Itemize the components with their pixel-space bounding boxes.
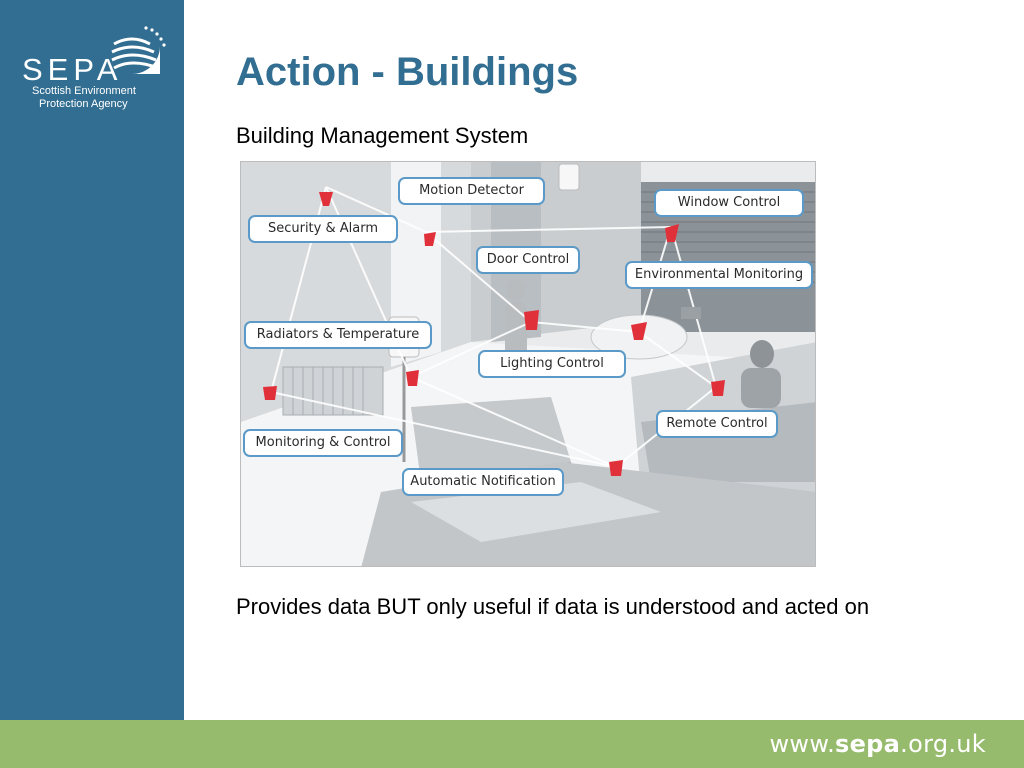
sidebar: SEPA Scottish Environment Protection Age… [0, 0, 184, 720]
callout-automatic-notification: Automatic Notification [402, 468, 564, 496]
sensor-door-icon [524, 310, 539, 330]
sensor-monitor-icon [263, 386, 277, 400]
callout-motion-detector: Motion Detector [398, 177, 545, 205]
callout-remote-control: Remote Control [656, 410, 778, 438]
building-management-diagram: Motion Detector Window Control Security … [240, 161, 816, 567]
callout-remote-control-label: Remote Control [666, 416, 768, 431]
callout-radiators-temperature: Radiators & Temperature [244, 321, 432, 349]
logo-subtitle-line1: Scottish Environment [32, 85, 136, 97]
logo-subtitle: Scottish Environment Protection Agency [22, 85, 172, 111]
slide-subtitle: Building Management System [236, 123, 529, 148]
sensor-window-icon [665, 224, 679, 242]
callout-environmental-monitoring-label: Environmental Monitoring [634, 267, 804, 282]
footer-url-brand: sepa [835, 730, 901, 758]
slide-caption: Provides data BUT only useful if data is… [236, 594, 870, 619]
callout-security-alarm-label: Security & Alarm [267, 221, 379, 236]
sensor-motion-icon [424, 232, 436, 246]
callout-environmental-monitoring: Environmental Monitoring [625, 261, 813, 289]
sensor-remote-icon [711, 380, 725, 396]
callout-door-control-label: Door Control [486, 252, 570, 267]
footer-website-link[interactable]: www.sepa.org.uk [770, 730, 987, 758]
sensor-light-icon [631, 322, 647, 340]
logo-waves-icon [111, 26, 166, 74]
footer-url-prefix: www. [769, 730, 836, 758]
callout-monitoring-control: Monitoring & Control [243, 429, 403, 457]
footer-url-suffix: .org.uk [900, 730, 986, 758]
footer-bar [0, 720, 1024, 768]
callout-window-control-label: Window Control [677, 195, 781, 210]
sepa-logo: SEPA Scottish Environment Protection Age… [22, 22, 172, 117]
callout-monitoring-control-label: Monitoring & Control [255, 435, 391, 450]
sensor-security-icon [319, 192, 333, 206]
callout-lighting-control: Lighting Control [478, 350, 626, 378]
logo-wordmark: SEPA [22, 52, 123, 87]
sensor-notify-icon [609, 460, 623, 476]
callout-radiators-temperature-label: Radiators & Temperature [256, 327, 420, 342]
slide-title: Action - Buildings [236, 50, 579, 94]
callout-motion-detector-label: Motion Detector [419, 183, 524, 198]
callout-security-alarm: Security & Alarm [248, 215, 398, 243]
callout-lighting-control-label: Lighting Control [500, 356, 604, 371]
callout-automatic-notification-label: Automatic Notification [410, 474, 556, 489]
callout-window-control: Window Control [654, 189, 804, 217]
sensor-radiator-icon [406, 370, 419, 386]
logo-subtitle-line2: Protection Agency [39, 98, 128, 110]
callout-door-control: Door Control [476, 246, 580, 274]
